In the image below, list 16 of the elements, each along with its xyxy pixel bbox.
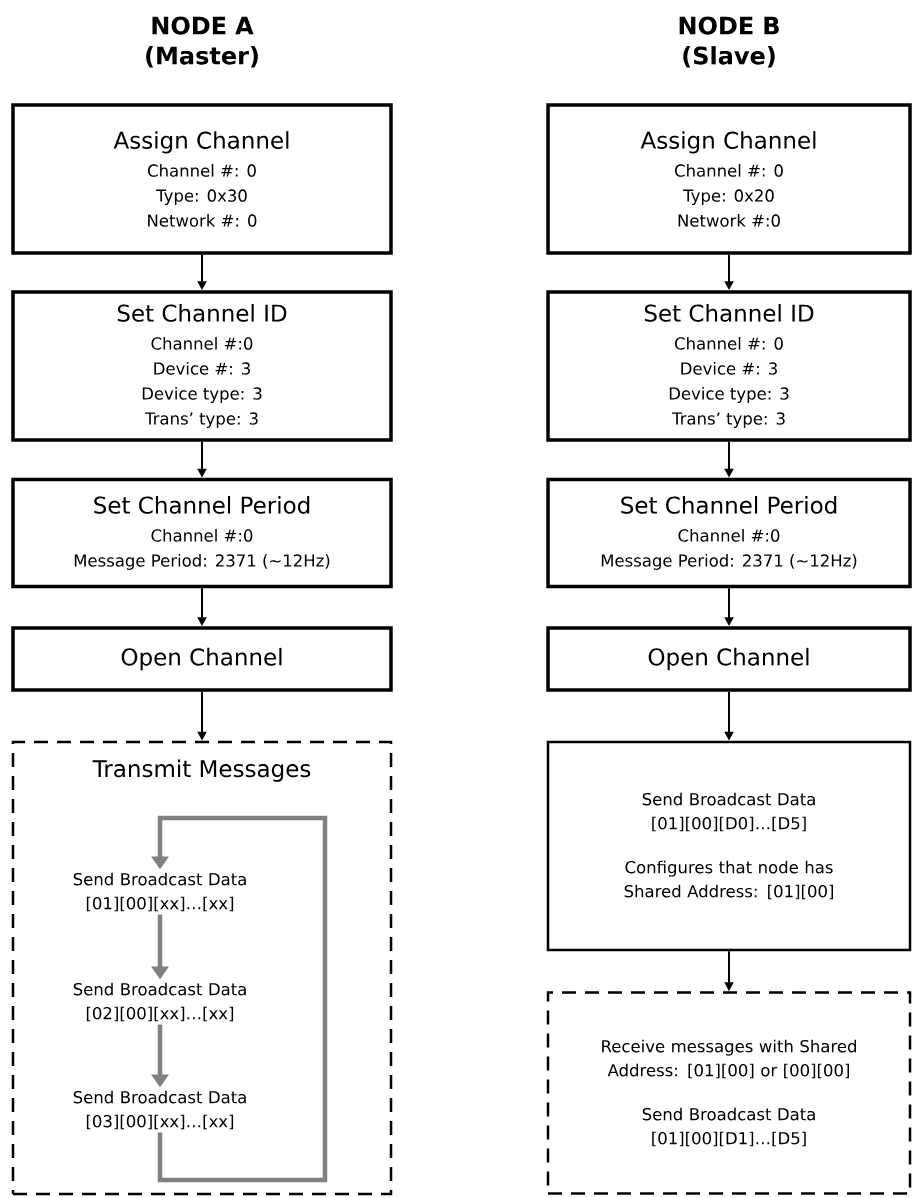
dashed-group-box: Receive messages with Shared Address: [01][00] or [00][00] Send Broadcast Data [01][00][D1]…[D5] bbox=[546, 991, 912, 1195]
process-box: Open Channel bbox=[11, 626, 393, 692]
step-text: Send Broadcast Data [03][00][xx]…[xx] bbox=[73, 1090, 246, 1130]
process-box: Assign Channel Channel #: 0 Type: 0x30 Network #: 0 bbox=[11, 103, 393, 255]
process-box: Send Broadcast Data [01][00][D0]…[D5] Configures that node has Shared Address: [01][00] bbox=[546, 740, 912, 952]
group-heading: Transmit Messages bbox=[92, 759, 311, 782]
process-box: Set Channel Period Channel #:0 Message Period: 2371 (~12Hz) bbox=[11, 477, 393, 589]
process-box: Set Channel ID Channel #: 0 Device #: 3 Device type: 3 Trans’ type: 3 bbox=[546, 290, 912, 442]
column-heading: NODE B (Slave) bbox=[679, 16, 779, 68]
step-text: Send Broadcast Data [02][00][xx]…[xx] bbox=[73, 982, 246, 1022]
process-box: Open Channel bbox=[546, 626, 912, 692]
process-box: Set Channel Period Channel #:0 Message Period: 2371 (~12Hz) bbox=[546, 477, 912, 589]
process-box: Assign Channel Channel #: 0 Type: 0x20 Network #:0 bbox=[546, 103, 912, 255]
step-text: Send Broadcast Data [01][00][xx]…[xx] bbox=[73, 872, 246, 912]
column-heading: NODE A (Master) bbox=[146, 16, 258, 68]
process-box: Set Channel ID Channel #:0 Device #: 3 Device type: 3 Trans’ type: 3 bbox=[11, 290, 393, 442]
